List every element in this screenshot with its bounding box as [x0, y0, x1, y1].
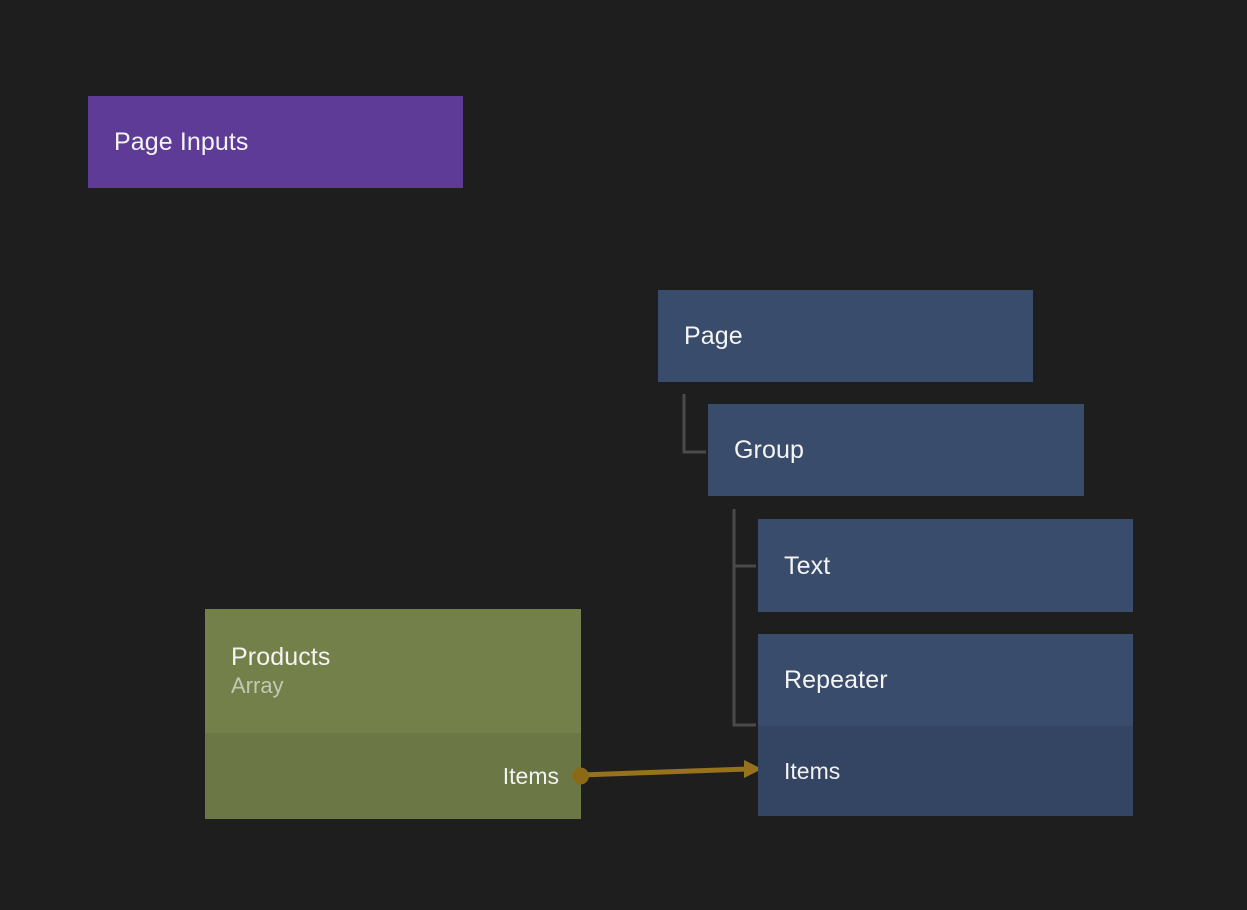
node-text-title: Text — [784, 551, 831, 580]
node-group[interactable]: Group — [708, 404, 1084, 496]
node-products-header: Products Array — [205, 609, 581, 733]
node-products-subtitle: Array — [231, 673, 284, 699]
node-text[interactable]: Text — [758, 519, 1133, 612]
node-products-slot-items[interactable]: Items — [205, 733, 589, 819]
node-repeater-slot-items[interactable]: Items — [758, 726, 1133, 816]
node-products[interactable]: Products Array Items — [205, 609, 589, 819]
node-page[interactable]: Page — [658, 290, 1033, 382]
node-repeater-slot-items-label: Items — [784, 757, 841, 784]
node-repeater-header: Repeater — [758, 634, 1133, 726]
output-port-dot-icon[interactable] — [572, 767, 589, 785]
node-products-title: Products — [231, 643, 331, 672]
node-page-inputs[interactable]: Page Inputs — [88, 96, 463, 188]
node-products-slot-items-label: Items — [502, 762, 559, 789]
node-group-title: Group — [734, 436, 804, 464]
node-repeater[interactable]: Repeater Items — [758, 634, 1133, 816]
tree-connector-page-to-group — [682, 394, 706, 454]
tree-connector-group-trunk — [732, 509, 756, 727]
node-page-inputs-title: Page Inputs — [114, 128, 249, 156]
node-page-header: Page — [658, 290, 1033, 382]
node-group-header: Group — [708, 404, 1084, 496]
binding-wire-products-items[interactable] — [580, 766, 749, 778]
node-page-title: Page — [684, 322, 743, 350]
node-repeater-title: Repeater — [784, 666, 888, 694]
node-page-inputs-header: Page Inputs — [88, 96, 463, 188]
node-text-header: Text — [758, 519, 1133, 612]
